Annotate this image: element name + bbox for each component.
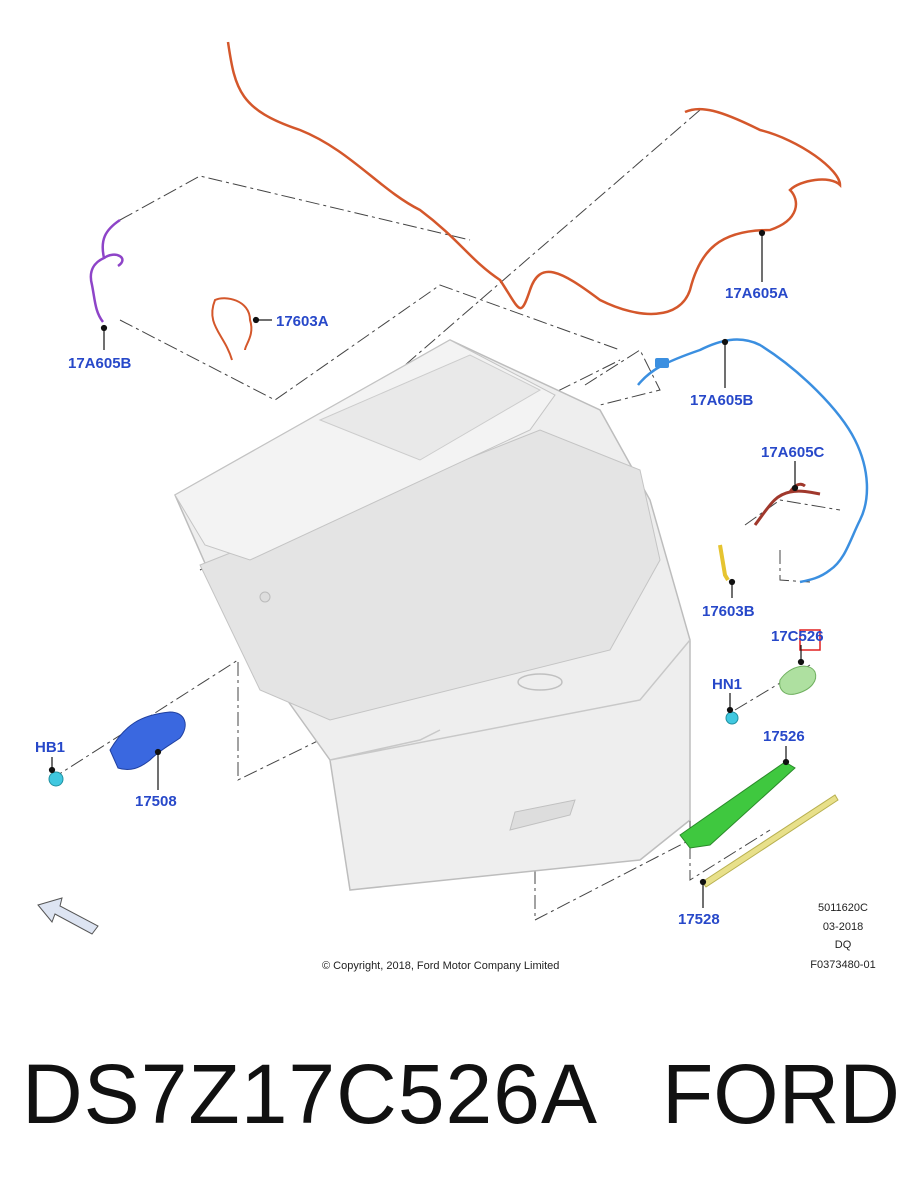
copyright-text: © Copyright, 2018, Ford Motor Company Li…: [322, 960, 559, 972]
label-17603b: 17603B: [702, 603, 755, 620]
wiper-motor-17508: [109, 711, 186, 771]
brand-name: FORD: [662, 1047, 900, 1141]
orientation-arrow-icon: [37, 897, 99, 935]
label-hn1: HN1: [712, 676, 742, 693]
exploded-parts-diagram: 17A605A 17603A 17A605B 17A605B 17A605C 1…: [35, 41, 876, 972]
washer-hose-17a605b-right: [637, 338, 869, 584]
nut-hn1: [725, 711, 739, 725]
label-hb1: HB1: [35, 739, 65, 756]
meta-code: 5011620C: [818, 902, 868, 914]
hose-connector: [655, 358, 669, 368]
label-17528: 17528: [678, 911, 720, 928]
bolt-hb1: [48, 771, 64, 787]
hose-connector-17a605c: [753, 482, 821, 526]
liftgate-panel: [174, 339, 691, 891]
label-17a605b-right: 17A605B: [690, 392, 754, 409]
callout-labels: 17A605A 17603A 17A605B 17A605B 17A605C 1…: [35, 285, 825, 928]
label-17508: 17508: [135, 793, 177, 810]
label-17526: 17526: [763, 728, 805, 745]
label-17a605b-left: 17A605B: [68, 355, 132, 372]
label-17c526: 17C526: [771, 628, 824, 645]
part-number-title: DS7Z17C526A: [22, 1047, 598, 1141]
washer-tube-17603b: [718, 544, 730, 582]
label-17603a: 17603A: [276, 313, 329, 330]
leader-lines: [48, 229, 805, 908]
wiper-arm-17526: [679, 761, 796, 849]
meta-initials: DQ: [835, 939, 852, 951]
meta-figure-id: F0373480-01: [810, 959, 875, 971]
wiper-blade-17528: [701, 794, 839, 888]
meta-date: 03-2018: [823, 921, 863, 933]
label-17a605c: 17A605C: [761, 444, 825, 461]
highlight-box: [799, 629, 821, 651]
wiper-arm-cap-17c526: [779, 629, 821, 695]
label-17a605a: 17A605A: [725, 285, 789, 302]
washer-hose-17a605b-left: [89, 218, 124, 323]
washer-tube-17603a: [211, 297, 253, 361]
washer-hose-17a605a: [226, 41, 842, 316]
